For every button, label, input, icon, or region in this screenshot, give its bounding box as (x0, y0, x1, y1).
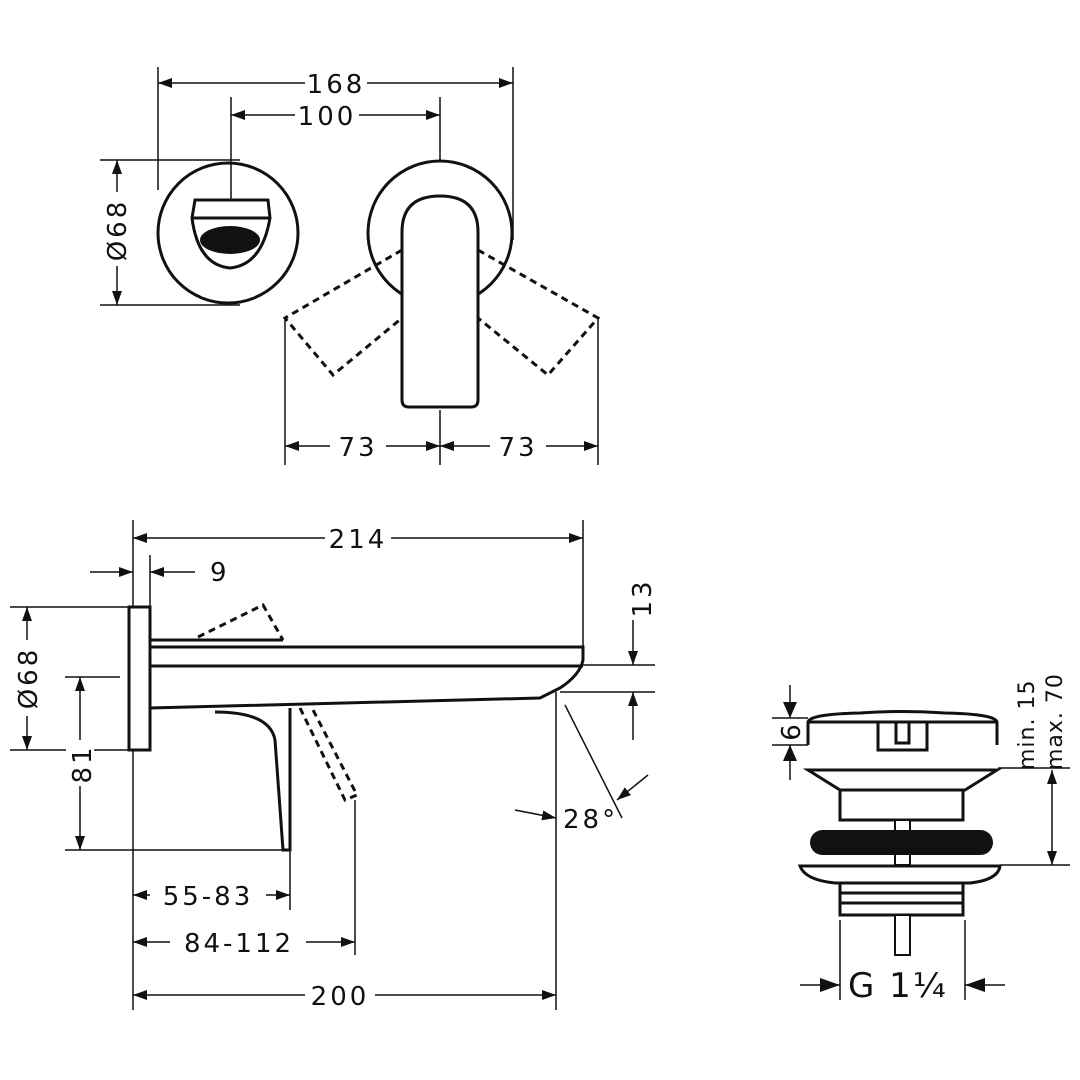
dim-diameter-side-label: Ø68 (14, 647, 44, 710)
gasket (810, 830, 993, 855)
lever-swing-side (298, 707, 360, 802)
mixer-lever (400, 194, 480, 409)
flange (797, 864, 1002, 885)
waste-valve: 6 min. 15 max. 70 G 1¼ (772, 673, 1070, 1006)
dim-214-label: 214 (329, 525, 388, 555)
thread-size-label: G 1¼ (848, 966, 948, 1006)
dim-73-left-label: 73 (338, 433, 377, 463)
dim-200-label: 200 (311, 982, 370, 1012)
dim-100-label: 100 (298, 102, 357, 132)
valve-cap (806, 710, 999, 752)
dim-9-label: 9 (210, 558, 230, 588)
spout-outlet (190, 198, 272, 270)
mixer-lever-side (214, 708, 292, 852)
angle-28-label: 28° (563, 805, 618, 835)
dim-6-label: 6 (777, 721, 807, 741)
valve-body (802, 768, 1003, 822)
dim-84-112-label: 84-112 (184, 929, 294, 959)
side-view: 214 9 Ø68 81 13 28° 55-83 84-112 200 (10, 520, 658, 1012)
min-15-label: min. 15 (1015, 680, 1040, 770)
dim-diameter-top-label: Ø68 (103, 199, 133, 262)
max-70-label: max. 70 (1043, 673, 1068, 770)
wall-plate (127, 605, 152, 752)
dim-168-label: 168 (307, 70, 366, 100)
dim-81-label: 81 (68, 744, 98, 783)
lever-open-outline (197, 603, 285, 641)
lever-swing-outline (282, 248, 601, 378)
dim-73-right-label: 73 (498, 433, 537, 463)
threaded-body (838, 883, 965, 917)
top-view: 168 100 Ø68 73 73 (100, 67, 601, 465)
dim-55-83-label: 55-83 (163, 882, 254, 912)
spout-body (149, 638, 585, 710)
dim-13-label: 13 (628, 578, 658, 617)
threaded-rod (894, 914, 911, 956)
spout-plate (156, 161, 300, 305)
